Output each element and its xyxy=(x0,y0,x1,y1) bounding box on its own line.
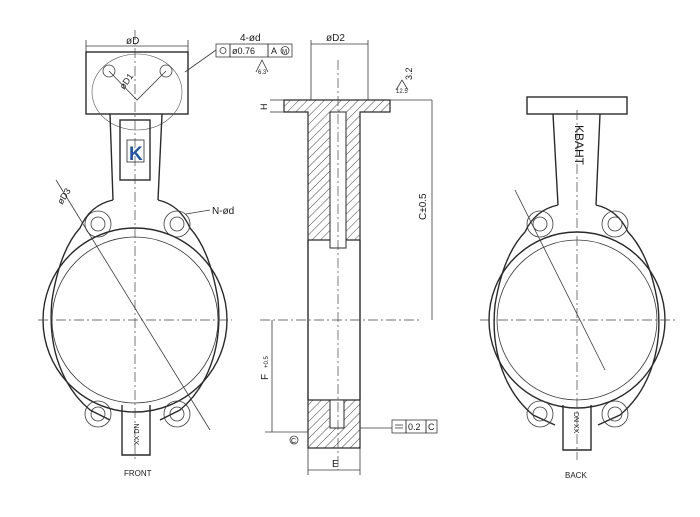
logo-box xyxy=(126,139,145,163)
front-lug-hole-lr xyxy=(169,406,185,422)
tol-flat-value: 0.2 xyxy=(408,422,421,432)
front-lug-hole-ur xyxy=(169,216,185,232)
back-lug-hole-ur xyxy=(607,216,623,232)
front-lug-ring-ul xyxy=(84,210,112,238)
dim-d-label: øD xyxy=(126,36,139,47)
dim-d2-label: øD2 xyxy=(326,33,345,44)
dim-f-tol: +0.5 xyxy=(264,355,270,368)
tol-ref-box xyxy=(267,43,293,58)
back-neck-mark: DN XX xyxy=(572,412,579,434)
rough-label-side: 12.5 xyxy=(396,89,408,95)
front-caption: FRONT xyxy=(124,469,152,478)
tol-pos-value: ø0.76 xyxy=(232,46,255,56)
front-view: øD øD1 K XX DN øD3 N-ød FRONT xyxy=(38,30,234,478)
tol-flat-ref: C xyxy=(428,422,435,432)
front-d3-leader xyxy=(55,179,211,431)
rough-label-tol: 6.3 xyxy=(258,70,267,76)
dim-32-label: 3.2 xyxy=(404,67,414,80)
front-n-od-leader xyxy=(185,209,211,215)
front-lug-ring-ur xyxy=(163,210,191,238)
back-view: KBAHT DN XX BACK xyxy=(480,96,675,480)
front-top-flange xyxy=(85,51,189,115)
back-caption: BACK xyxy=(565,471,587,480)
dim-f-label: F xyxy=(260,374,271,380)
dim-d1-label: øD1 xyxy=(117,71,135,91)
back-lug-ring-ll xyxy=(526,400,554,428)
front-lug-hole-ll xyxy=(90,406,106,422)
back-lug-ring-lr xyxy=(601,400,629,428)
holes-top-label: 4-ød xyxy=(240,33,261,44)
back-lug-hole-ll xyxy=(532,406,548,422)
front-flange-hole-left xyxy=(102,64,116,78)
front-lug-ring-ll xyxy=(84,400,112,428)
tol-symbol-position xyxy=(219,47,227,54)
rough-symbol-tol xyxy=(255,59,269,73)
tol-symbol-box xyxy=(215,43,231,58)
front-flange-hole-right xyxy=(159,64,173,78)
back-diagonal xyxy=(514,189,606,371)
front-neck-mark: XX DN xyxy=(134,424,141,445)
tol-pos-ref: A xyxy=(271,46,277,56)
front-neck xyxy=(109,113,163,201)
side-view: øD2 3.2 H C±0.5 F +0.5 E 0.2 C C 12.5 xyxy=(259,33,438,475)
back-bottom-neck xyxy=(562,405,592,451)
rough-symbol-side xyxy=(395,79,409,91)
tol-leader xyxy=(184,49,217,73)
front-lug-ring-lr xyxy=(163,400,191,428)
dim-h-label: H xyxy=(259,104,269,111)
back-lug-ring-ul xyxy=(526,210,554,238)
dim-e-label: E xyxy=(332,459,339,470)
back-neck xyxy=(552,113,601,206)
side-bottom-bore xyxy=(329,399,345,429)
front-body-outline xyxy=(50,199,220,421)
logo-k: K xyxy=(129,144,143,165)
tol-pos-mod: M xyxy=(282,50,287,56)
back-lug-ring-ur xyxy=(601,210,629,238)
datum-c-circle xyxy=(289,435,299,445)
front-lug-hole-ul xyxy=(90,216,106,232)
holes-side-label: N-ød xyxy=(212,206,234,217)
flat-ref-box xyxy=(425,419,438,434)
brand-back: KBAHT xyxy=(572,125,586,166)
tol-mod-circle xyxy=(280,46,290,55)
back-body-outline xyxy=(493,204,660,426)
dim-c-label: C±0.5 xyxy=(418,193,429,220)
flat-symbol-box xyxy=(391,419,407,434)
front-bottom-neck xyxy=(121,405,151,456)
position-tolerance: 4-ød ø0.76 A M 6.3 xyxy=(184,33,293,76)
front-flange-bolt-circle xyxy=(91,53,183,131)
datum-c-label: C xyxy=(291,438,296,445)
back-lug-hole-ul xyxy=(532,216,548,232)
back-lug-hole-lr xyxy=(607,406,623,422)
front-flange-diagonals xyxy=(108,70,167,101)
